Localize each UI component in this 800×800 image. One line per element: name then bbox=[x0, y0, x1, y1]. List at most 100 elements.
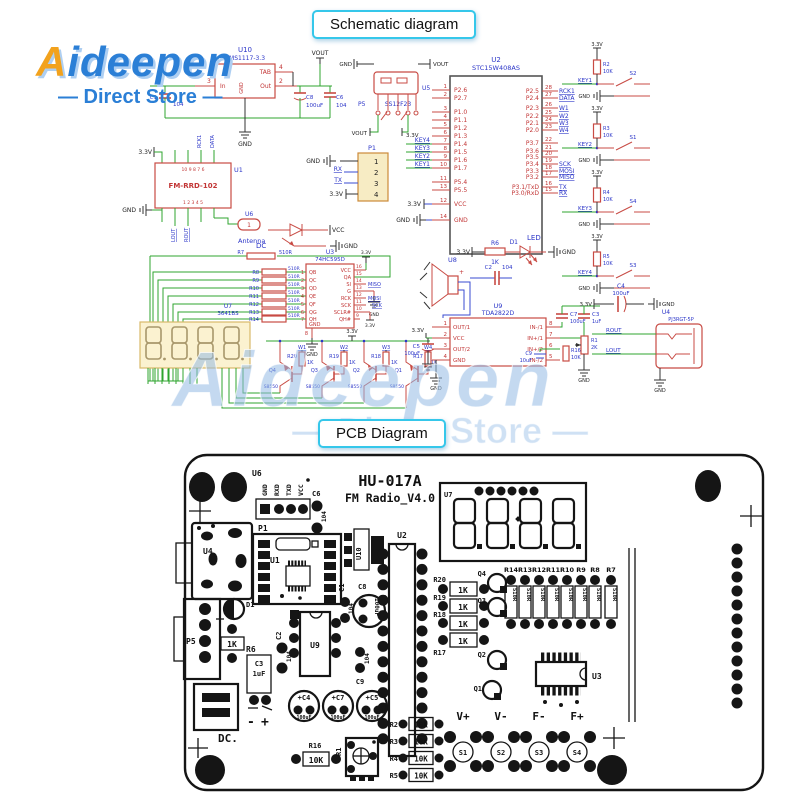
r-val: 510R bbox=[288, 282, 300, 288]
p1-pin: 4 bbox=[374, 191, 379, 199]
u7-part: 3641BS bbox=[217, 311, 239, 317]
s-ref: S4 bbox=[630, 199, 637, 205]
pcb-r510-resistors: 510R 510R 510R 510R 510R 510R 510R 510R bbox=[504, 575, 618, 629]
pcb-section-label: PCB Diagram bbox=[318, 419, 446, 448]
r1-gnd-label: GND bbox=[578, 378, 590, 384]
d1-ref: D1 bbox=[510, 239, 519, 246]
u2-pin: 5 bbox=[444, 122, 448, 128]
u3-pin: 9 bbox=[356, 313, 359, 319]
u3-body bbox=[305, 263, 355, 329]
u5-vout2: VOUT bbox=[352, 131, 368, 137]
key-circuit-3: 3.3V R4 10K KEY3 S4 GND bbox=[562, 170, 650, 231]
pcb-q-ref: Q1 bbox=[474, 685, 482, 693]
u9-part: TDA2822D bbox=[481, 310, 515, 317]
u2-pin: 15 bbox=[545, 187, 552, 193]
key-circuit-2: 3.3V R3 10K KEY2 S1 GND bbox=[562, 106, 650, 167]
u3-v33-top: 3.3V bbox=[361, 250, 372, 256]
pcb-section: U6 GND RXD TXD VCC P1 C6 104 HU-017A FM … bbox=[173, 453, 765, 792]
u2-port: P2.0 bbox=[526, 127, 539, 134]
key-label: KEY1 bbox=[578, 78, 592, 84]
u2-port: P1.6 bbox=[454, 157, 467, 164]
u5-switch: GND VOUT U5 P5 SS12F23 VOUT 3.3V bbox=[339, 59, 449, 139]
u2-port: P2.4 bbox=[526, 95, 539, 102]
fiducial-cross bbox=[740, 505, 762, 527]
u2-sig: RX bbox=[559, 190, 567, 197]
u6-antenna-connector bbox=[237, 218, 261, 231]
u2-key2: KEY2 bbox=[415, 153, 430, 160]
r-val: 510R bbox=[288, 306, 300, 312]
key-circuit-4: 3.3V R5 10K KEY4 S3 GND bbox=[562, 234, 650, 295]
pcb-r-val: 1K bbox=[458, 586, 468, 595]
u9-port: VCC bbox=[453, 336, 465, 342]
p1-body bbox=[357, 152, 389, 202]
u3-pin8: 8 bbox=[305, 331, 308, 337]
c7-val: 100uF bbox=[570, 319, 586, 325]
q-part: S8550 bbox=[264, 384, 278, 390]
u3-pin: 7 bbox=[301, 317, 304, 323]
u2-port: P1.7 bbox=[454, 165, 467, 172]
pcb-r-ref: R3 bbox=[390, 738, 398, 746]
u1-ref: U1 bbox=[234, 166, 243, 174]
btn-ref: S1 bbox=[459, 749, 467, 757]
dc-gnd-label: GND bbox=[344, 243, 358, 250]
u9-v33: 3.3V bbox=[411, 328, 424, 334]
u2-port: P1.0 bbox=[454, 109, 467, 116]
u3-port: G bbox=[347, 289, 351, 295]
mount-pad bbox=[189, 472, 215, 502]
u2-pin: 20 bbox=[545, 151, 552, 157]
pcb-c3-label: C3 bbox=[255, 660, 263, 668]
u2-pin: 24 bbox=[545, 117, 552, 123]
c4-gnd-label: GND bbox=[662, 302, 675, 308]
pcb-r510-val: 510R bbox=[595, 588, 601, 602]
c3-ref: C3 bbox=[592, 312, 600, 318]
u10-body bbox=[214, 63, 276, 99]
u10-pin-out: Out bbox=[260, 83, 272, 90]
u3-ref: U3 bbox=[326, 249, 334, 256]
q-part: S8550 bbox=[348, 384, 362, 390]
r-ref: R2 bbox=[603, 62, 610, 68]
u2-pin: 7 bbox=[444, 138, 448, 144]
u10-n2: 2 bbox=[279, 78, 283, 85]
s-ref: S3 bbox=[630, 263, 637, 269]
r-ref: R10 bbox=[249, 286, 259, 292]
u10-part: AMS1117-3.3 bbox=[225, 55, 265, 62]
u2-port: P5.5 bbox=[454, 187, 467, 194]
r-ref: R17 bbox=[413, 354, 423, 360]
u2-sig: RCK1 bbox=[559, 88, 575, 95]
pcb-r-ref: R20 bbox=[433, 576, 446, 584]
u8-plus: + bbox=[459, 269, 464, 276]
pcb-dc-label: DC. bbox=[218, 732, 238, 745]
u9-pin: 1 bbox=[444, 321, 448, 327]
pcb-button-s1: V+ S1 bbox=[444, 710, 482, 772]
u6-pin: 1 bbox=[247, 222, 251, 229]
u3-pin: 15 bbox=[356, 271, 362, 277]
key-label: KEY3 bbox=[578, 206, 592, 212]
r-val: 10K bbox=[603, 69, 613, 75]
u2-sig: TX bbox=[558, 184, 567, 191]
u2-pin: 18 bbox=[545, 165, 552, 171]
gnd-label: GND bbox=[579, 94, 591, 100]
pcb-u1-label: U1 bbox=[270, 556, 280, 565]
c1-ref: C1 bbox=[150, 95, 157, 101]
c2-val: 104 bbox=[502, 265, 513, 271]
pcb-u1: U1 bbox=[251, 532, 343, 606]
u2-gnd-label: GND bbox=[396, 217, 410, 224]
c8-val: 100uF bbox=[306, 103, 323, 109]
u3-pin: 11 bbox=[356, 299, 362, 305]
pcb-c6-val: 104 bbox=[321, 511, 328, 522]
u1-bot-pins: 1 2 3 4 5 bbox=[183, 200, 203, 206]
u9-pin: 5 bbox=[549, 354, 553, 360]
resistor bbox=[592, 251, 602, 267]
u9-pin: 8 bbox=[549, 321, 553, 327]
drv-v33: 3.3V bbox=[346, 329, 358, 335]
pcb-u7-label: U7 bbox=[444, 491, 452, 499]
q-part: S8550 bbox=[390, 384, 404, 390]
w-label: W3 bbox=[382, 345, 390, 351]
fiducial-cross bbox=[189, 500, 211, 522]
u2-port: P5.4 bbox=[454, 179, 467, 186]
u8-ref: U8 bbox=[448, 256, 457, 264]
u3-gnd-label: GND bbox=[306, 352, 318, 358]
u9-pin: 2 bbox=[444, 332, 448, 338]
digit-drivers: 3.3V W1 R20 1K Q4 S8550 W2 R19 1K bbox=[221, 329, 438, 409]
u6-ref: U6 bbox=[245, 211, 253, 218]
